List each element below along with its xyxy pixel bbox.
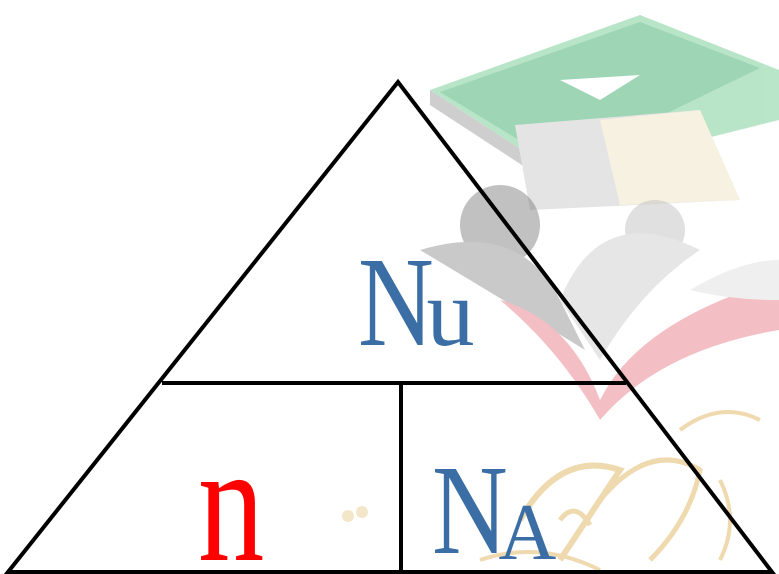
bottom-right-main-letter: N: [432, 439, 508, 574]
graduation-cap-icon: [430, 15, 779, 210]
bottom-left-main-letter: n: [198, 409, 265, 574]
people-emblem-icon: [420, 185, 779, 420]
top-sub-letter: u: [426, 259, 475, 366]
bottom-left-section-label: n: [198, 418, 283, 574]
bottom-right-sub-letter: A: [498, 489, 557, 574]
top-section-label: Nu: [358, 238, 474, 366]
calligraphy-icon: [342, 410, 761, 572]
triangle-outline: [3, 78, 777, 574]
top-main-letter: N: [358, 231, 434, 373]
bottom-right-section-label: NA: [432, 446, 556, 574]
